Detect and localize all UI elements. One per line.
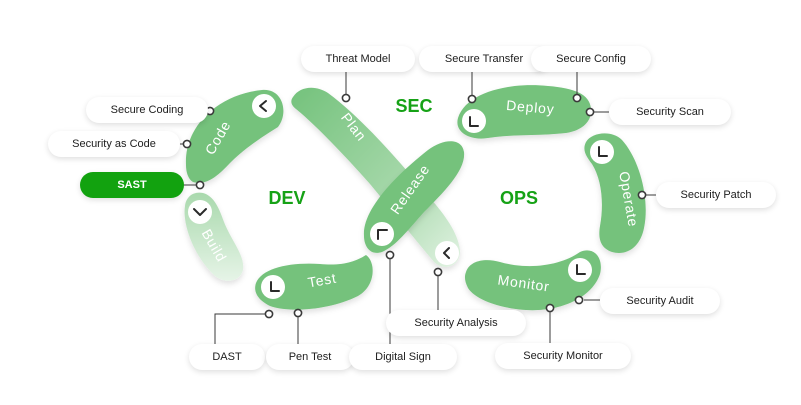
secure-coding-pill[interactable]: Secure Coding xyxy=(86,97,208,123)
threat-model-pill[interactable]: Threat Model xyxy=(301,46,415,72)
security-patch-pill[interactable]: Security Patch xyxy=(656,182,776,208)
operate-chevron-icon[interactable] xyxy=(590,140,614,164)
plan-chevron-icon[interactable] xyxy=(435,241,459,265)
segment-monitor-label: Monitor xyxy=(497,271,551,294)
build-chevron-down-icon[interactable] xyxy=(188,200,212,224)
secure-config-pill[interactable]: Secure Config xyxy=(531,46,651,72)
deploy-chevron-icon[interactable] xyxy=(462,109,486,133)
hub-ops: OPS xyxy=(500,188,538,208)
digital-sign-pill[interactable]: Digital Sign xyxy=(349,344,457,370)
security-audit-pill[interactable]: Security Audit xyxy=(600,288,720,314)
dast-pill[interactable]: DAST xyxy=(189,344,265,370)
sast-pill[interactable]: SAST xyxy=(80,172,184,198)
test-chevron-icon[interactable] xyxy=(261,275,285,299)
release-chevron-icon[interactable] xyxy=(370,222,394,246)
security-as-code-pill[interactable]: Security as Code xyxy=(48,131,180,157)
hub-dev: DEV xyxy=(268,188,305,208)
security-analysis-pill[interactable]: Security Analysis xyxy=(386,310,526,336)
connector-dots xyxy=(182,93,647,319)
segment-test[interactable]: Test xyxy=(255,255,373,310)
secure-transfer-pill[interactable]: Secure Transfer xyxy=(419,46,549,72)
segment-test-label: Test xyxy=(307,270,338,291)
hub-sec: SEC xyxy=(395,96,432,116)
security-monitor-pill[interactable]: Security Monitor xyxy=(495,343,631,369)
pen-test-pill[interactable]: Pen Test xyxy=(266,344,354,370)
code-chevron-icon[interactable] xyxy=(252,94,276,118)
security-scan-pill[interactable]: Security Scan xyxy=(609,99,731,125)
segment-deploy[interactable]: Deploy xyxy=(457,85,592,139)
segment-deploy-label: Deploy xyxy=(506,97,556,117)
segment-monitor[interactable]: Monitor xyxy=(464,250,601,311)
monitor-chevron-icon[interactable] xyxy=(568,258,592,282)
